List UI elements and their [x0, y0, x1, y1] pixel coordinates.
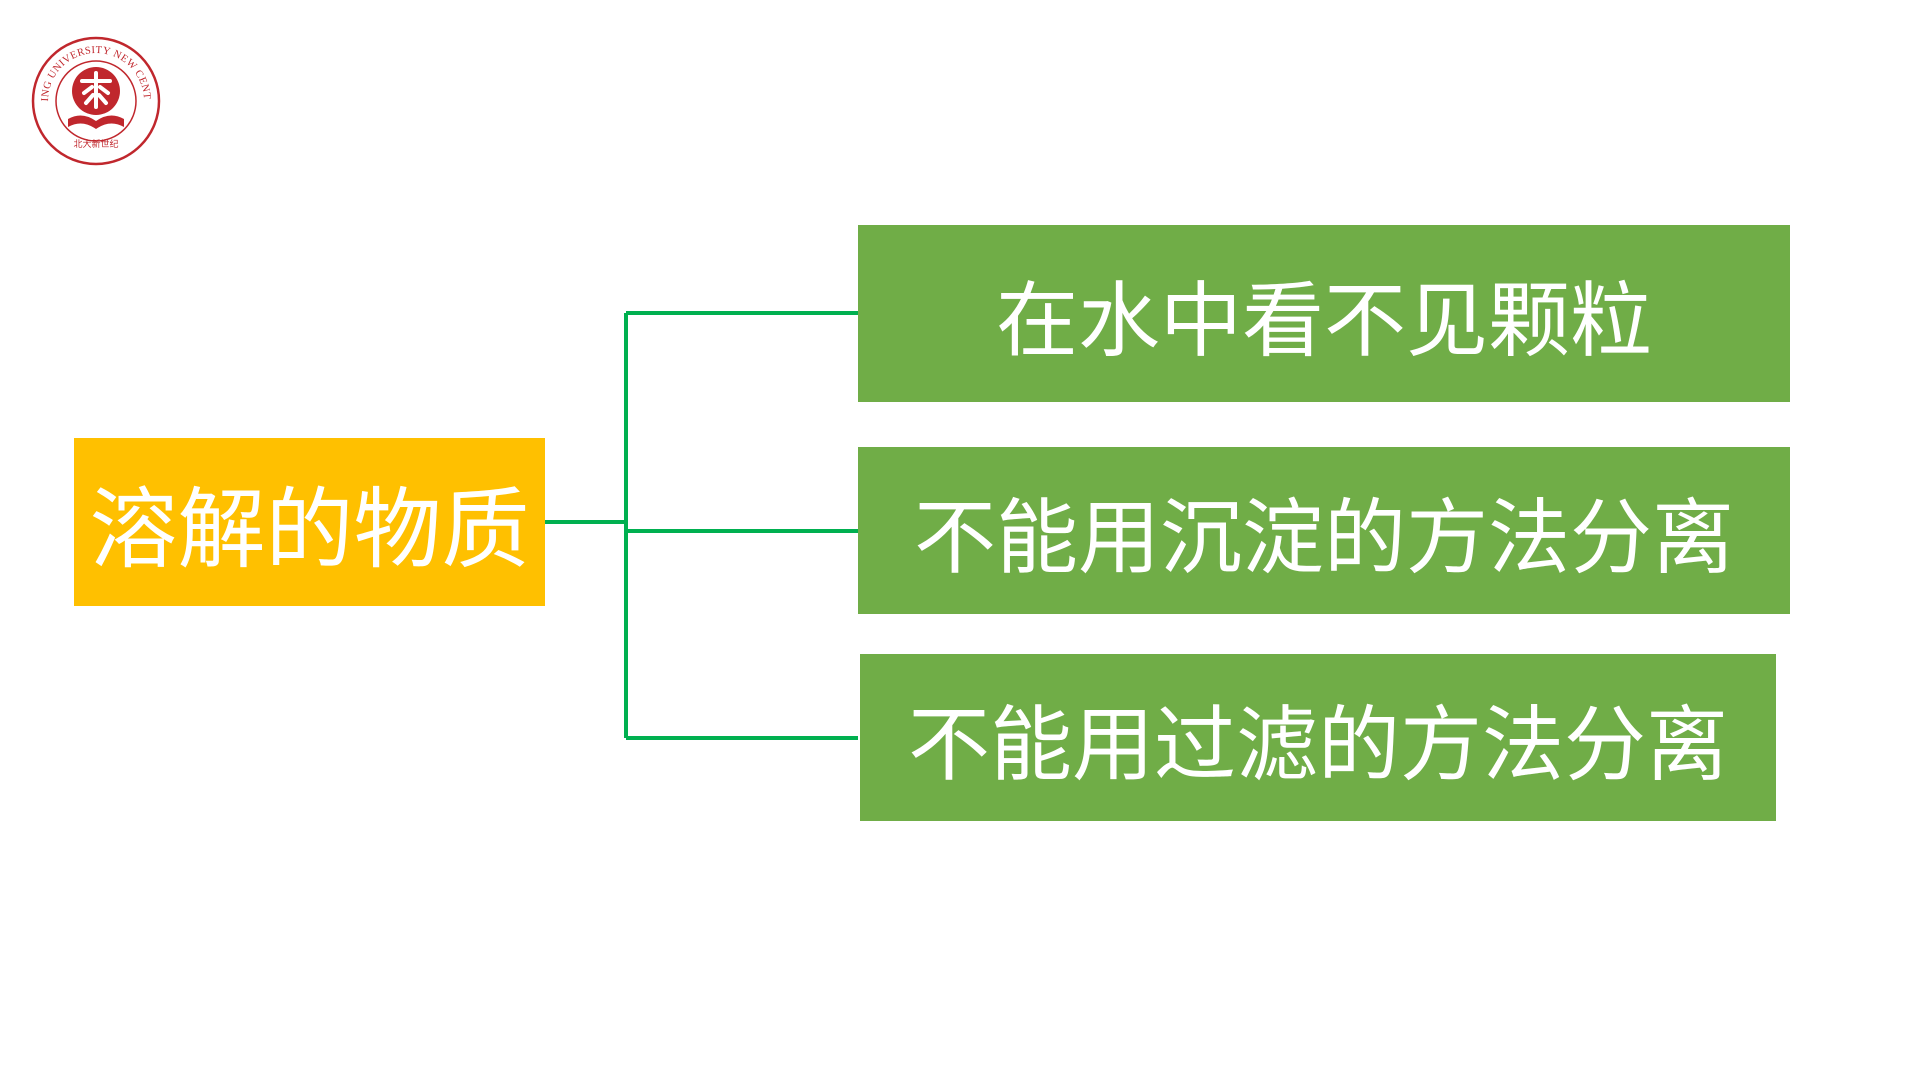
branch-node-3: 不能用过滤的方法分离	[860, 654, 1776, 821]
branch-node-1-label: 在水中看不见颗粒	[995, 274, 1652, 369]
branch-node-2: 不能用沉淀的方法分离	[858, 447, 1790, 614]
branch-node-3-label: 不能用过滤的方法分离	[907, 698, 1728, 793]
root-node-label: 溶解的物质	[89, 477, 530, 581]
pku-new-century-logo: PEKING UNIVERSITY NEW CENTURY 北大新世纪	[30, 35, 161, 166]
root-node: 溶解的物质	[74, 438, 545, 606]
branch-node-1: 在水中看不见颗粒	[858, 225, 1790, 402]
logo-bottom-text: 北大新世纪	[73, 138, 118, 150]
branch-node-2-label: 不能用沉淀的方法分离	[913, 491, 1734, 586]
